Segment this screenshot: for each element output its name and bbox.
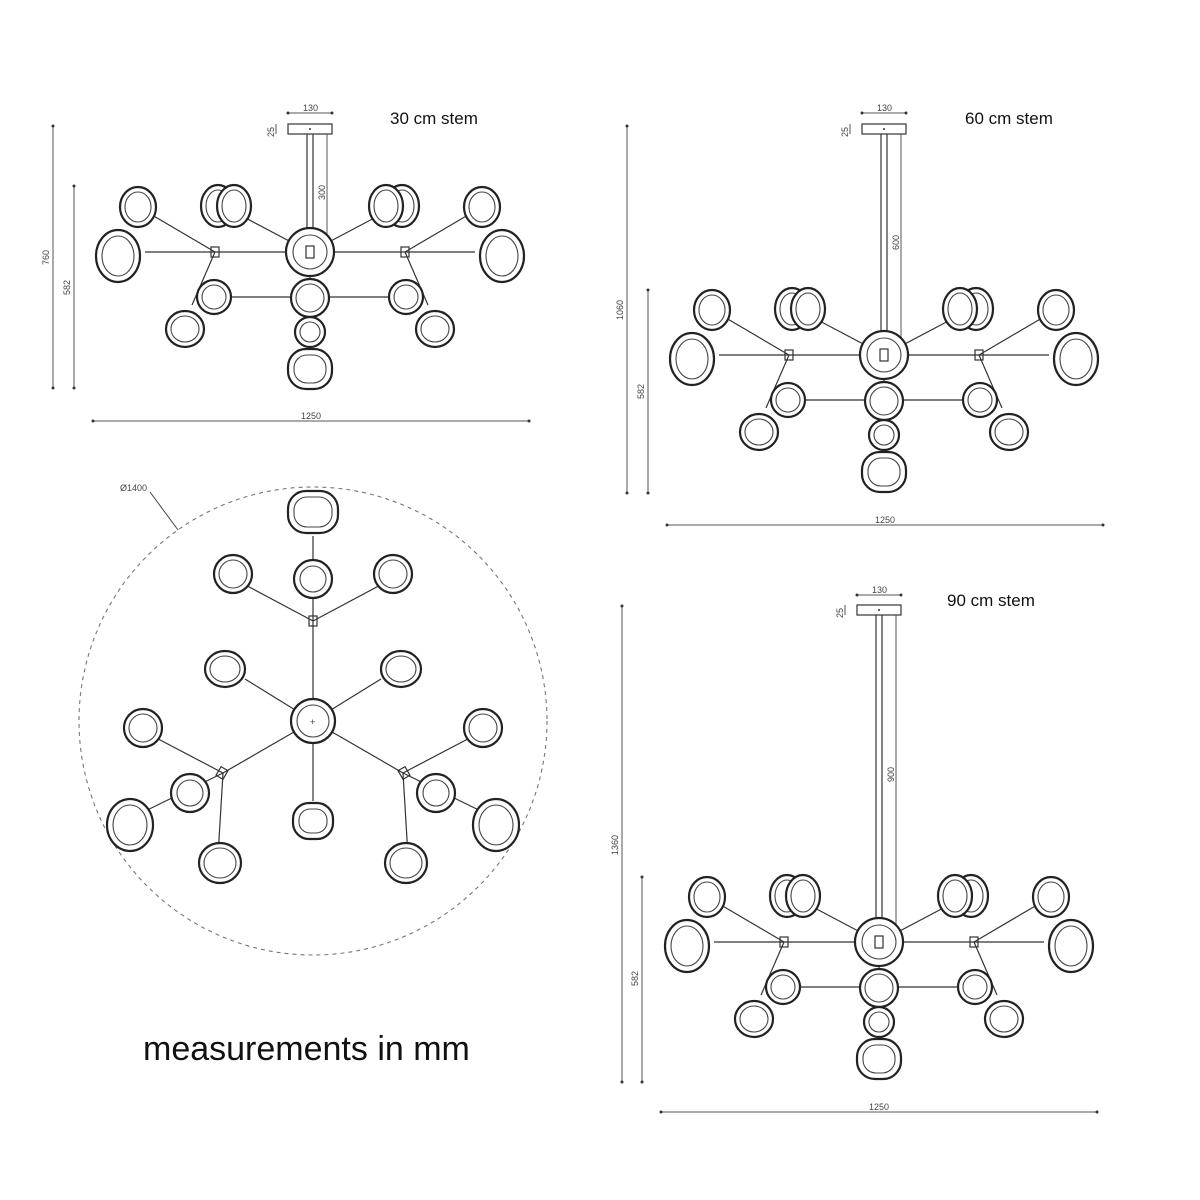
plan-diameter-label: Ø1400 bbox=[120, 483, 147, 493]
plan-diameter-circle bbox=[78, 486, 548, 956]
view-title: 90 cm stem bbox=[947, 591, 1035, 610]
body-height-label: 582 bbox=[630, 971, 640, 986]
view-title: 30 cm stem bbox=[390, 109, 478, 128]
stem-length-label: 300 bbox=[317, 185, 327, 200]
body-height-label: 582 bbox=[62, 280, 72, 295]
total-height-label: 1360 bbox=[610, 835, 620, 855]
canopy-width-label: 130 bbox=[303, 103, 318, 113]
plan-view: Ø1400 + bbox=[78, 483, 548, 956]
total-height-label: 1060 bbox=[615, 300, 625, 320]
elevation-30cm: 130 25 30 cm stem 300 760 582 1250 bbox=[41, 103, 531, 423]
canopy-width-label: 130 bbox=[872, 585, 887, 595]
canopy bbox=[844, 593, 903, 616]
fixture bbox=[663, 873, 1095, 1081]
diameter-leader-line bbox=[149, 491, 179, 531]
units-note: measurements in mm bbox=[143, 1030, 470, 1068]
fixture bbox=[668, 286, 1100, 494]
overall-height-dimension bbox=[625, 124, 629, 495]
svg-text:+: + bbox=[310, 717, 315, 727]
fixture bbox=[94, 183, 526, 391]
total-height-label: 760 bbox=[41, 250, 51, 265]
canopy bbox=[275, 111, 334, 135]
overall-height-dimension bbox=[620, 604, 624, 1084]
canopy-width-label: 130 bbox=[877, 103, 892, 113]
plan-fixture: + bbox=[105, 489, 521, 885]
elevation-60cm: 130 25 60 cm stem 600 1060 582 1250 bbox=[615, 103, 1105, 527]
overall-height-dimension bbox=[51, 124, 55, 390]
body-height-dimension bbox=[640, 875, 644, 1084]
elevation-90cm: 130 25 90 cm stem 900 1360 582 1250 bbox=[610, 585, 1099, 1114]
view-title: 60 cm stem bbox=[965, 109, 1053, 128]
width-dimension bbox=[91, 419, 531, 423]
canopy-height-label: 25 bbox=[840, 127, 850, 137]
body-height-dimension bbox=[72, 184, 76, 390]
width-dimension bbox=[665, 523, 1105, 527]
width-label: 1250 bbox=[869, 1102, 889, 1112]
width-label: 1250 bbox=[875, 515, 895, 525]
stem-length-label: 600 bbox=[891, 235, 901, 250]
stem bbox=[306, 134, 328, 245]
stem-length-label: 900 bbox=[886, 767, 896, 782]
width-label: 1250 bbox=[301, 411, 321, 421]
body-height-label: 582 bbox=[636, 384, 646, 399]
canopy bbox=[849, 111, 908, 135]
stem bbox=[875, 615, 897, 925]
canopy-height-label: 25 bbox=[266, 127, 276, 137]
width-dimension bbox=[659, 1110, 1099, 1114]
body-height-dimension bbox=[646, 288, 650, 495]
canopy-height-label: 25 bbox=[835, 608, 845, 618]
stem bbox=[880, 134, 902, 345]
